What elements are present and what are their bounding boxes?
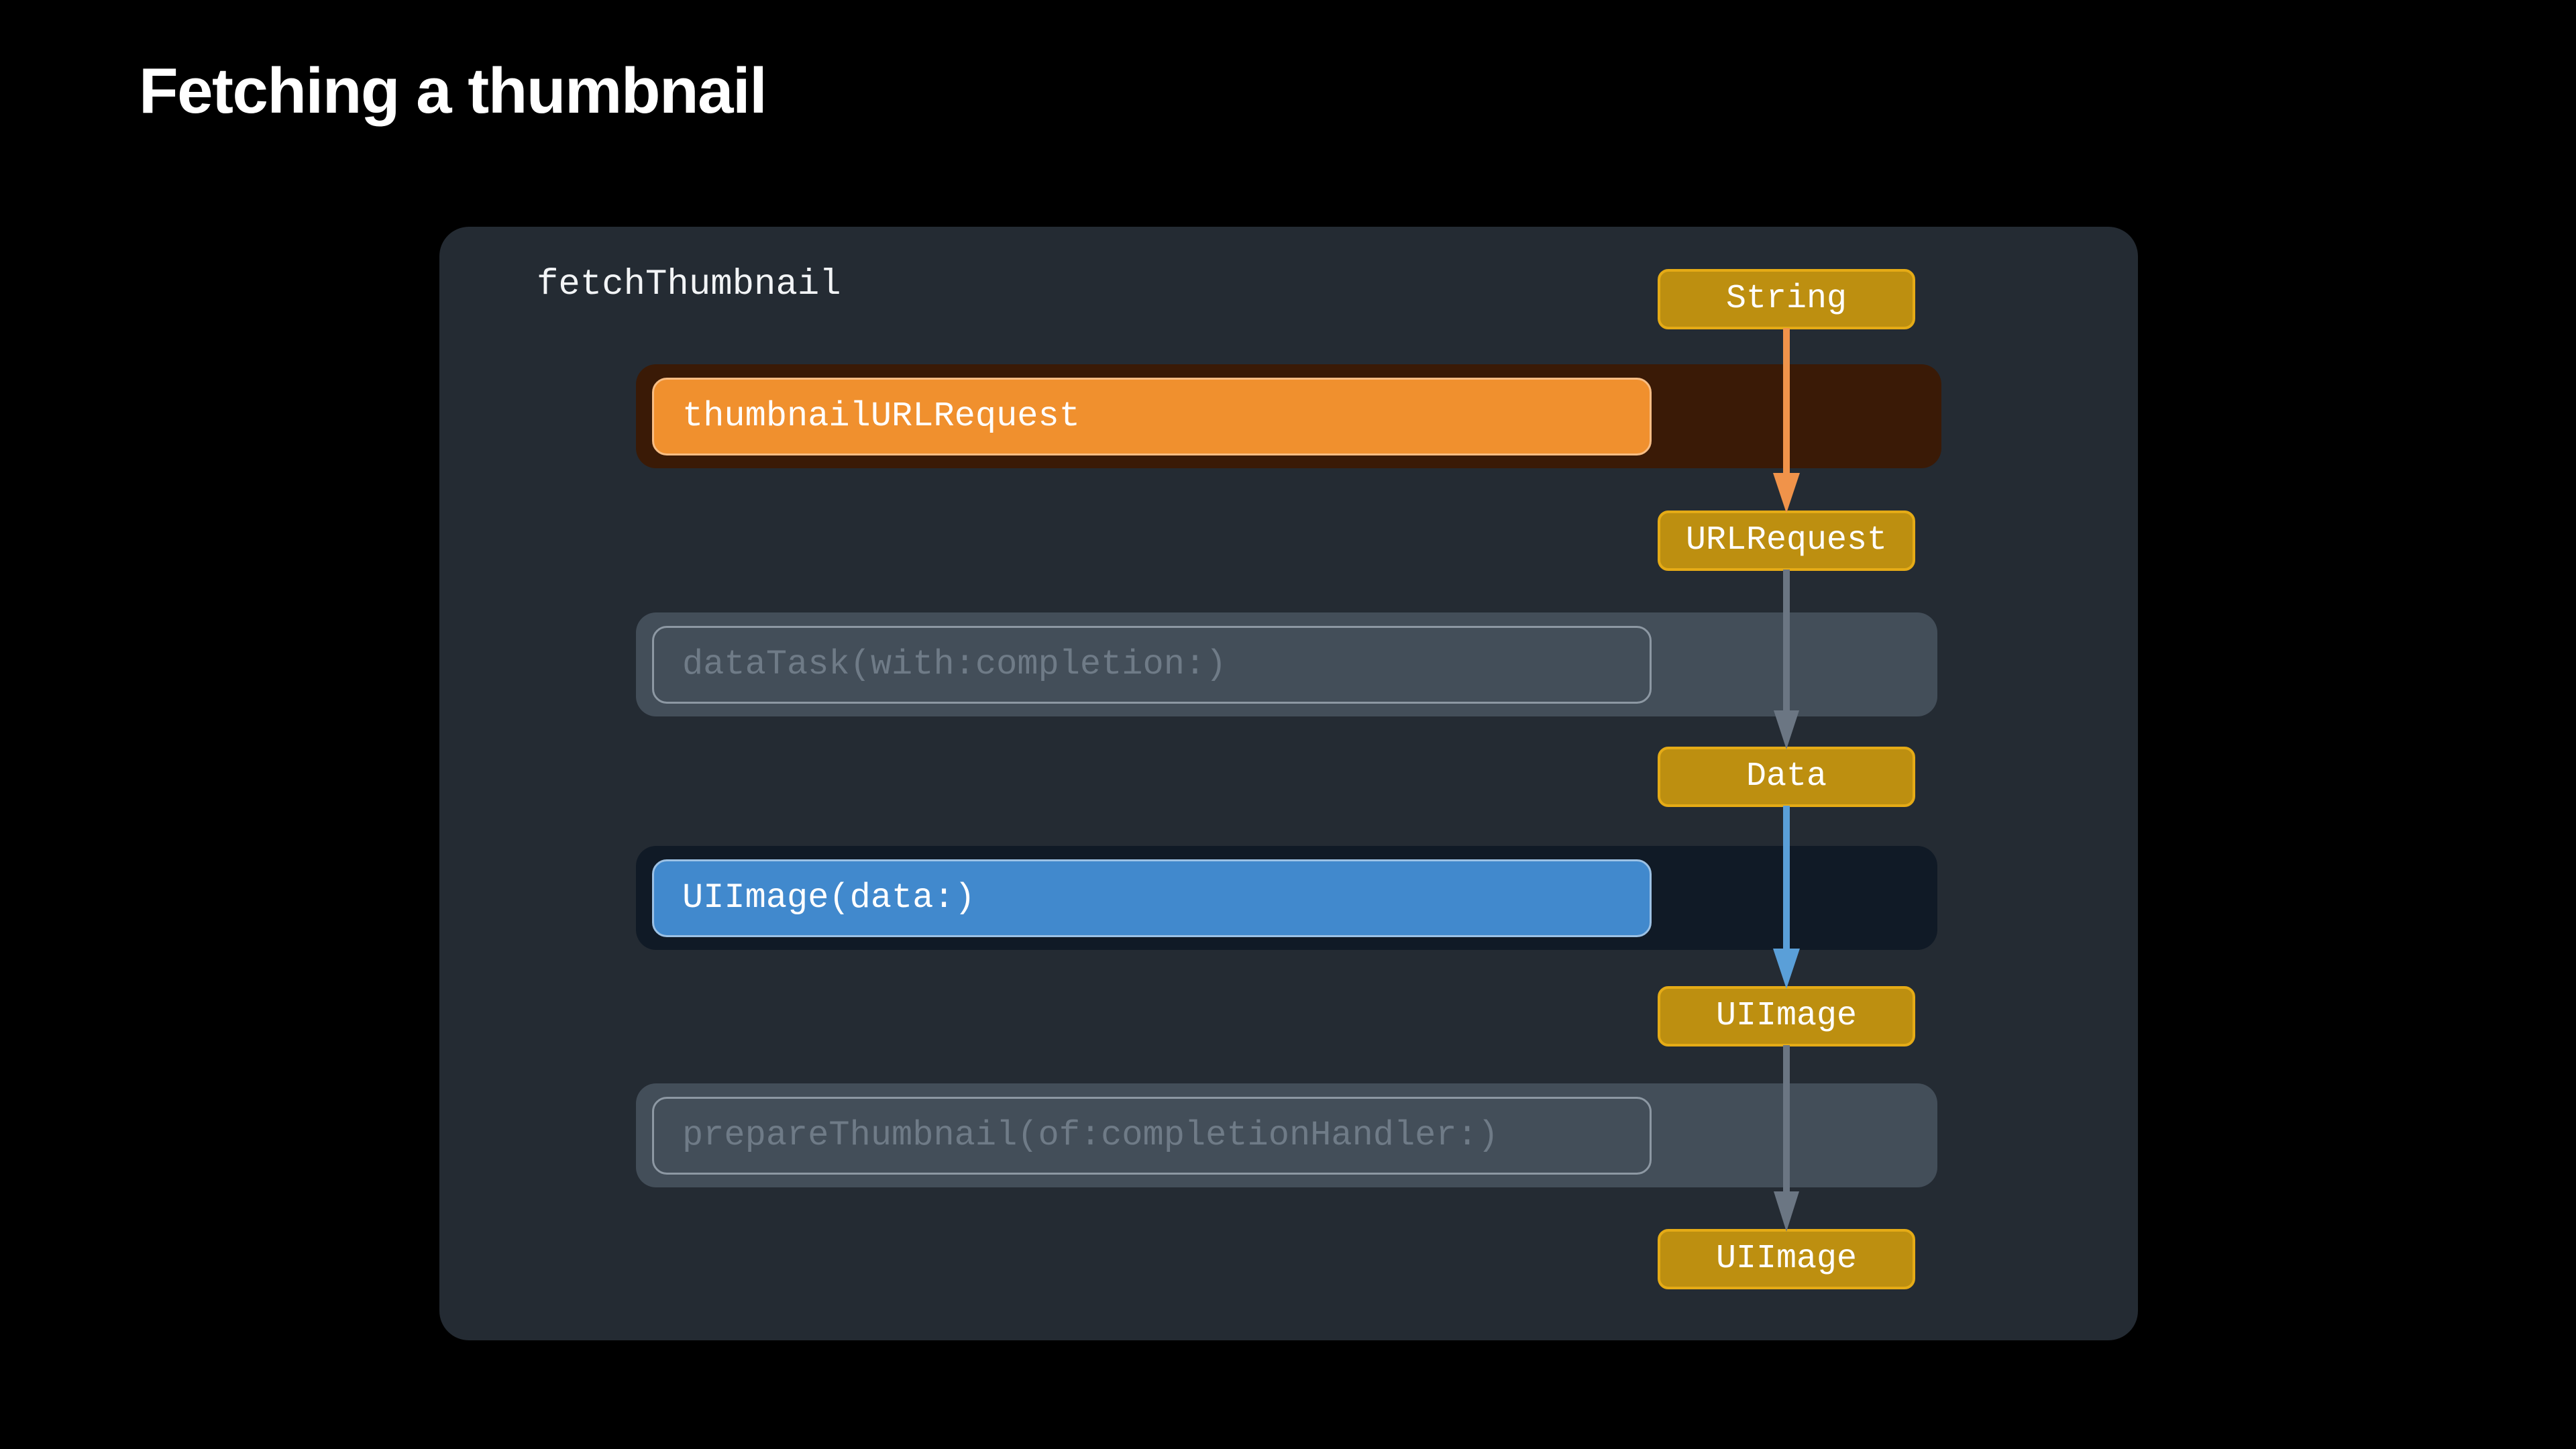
step-row-data-task[interactable]: dataTask(with:completion:): [636, 612, 1937, 716]
type-badge-label: Data: [1746, 757, 1827, 796]
type-badge-uiimage-2[interactable]: UIImage: [1658, 1229, 1915, 1289]
type-badge-string[interactable]: String: [1658, 269, 1915, 329]
type-badge-urlrequest[interactable]: URLRequest: [1658, 511, 1915, 571]
step-label: UIImage(data:): [682, 878, 975, 918]
step-row-prepare-thumbnail[interactable]: prepareThumbnail(of:completionHandler:): [636, 1083, 1937, 1187]
step-row-ui-image-data[interactable]: UIImage(data:): [636, 846, 1937, 950]
type-badge-label: URLRequest: [1685, 521, 1888, 559]
arrow-urlrequest-to-data-icon: [1769, 570, 1804, 749]
arrow-down-icon: [1774, 1045, 1799, 1232]
step-pill-data-task[interactable]: dataTask(with:completion:): [652, 626, 1652, 704]
arrow-down-icon: [1774, 570, 1799, 749]
type-badge-data[interactable]: Data: [1658, 747, 1915, 807]
type-badge-uiimage-1[interactable]: UIImage: [1658, 986, 1915, 1046]
step-label: thumbnailURLRequest: [682, 396, 1080, 436]
function-name-label: fetchThumbnail: [537, 264, 841, 305]
arrow-down-icon: [1773, 806, 1800, 989]
type-badge-label: String: [1725, 280, 1847, 318]
step-pill-thumbnail-url-request[interactable]: thumbnailURLRequest: [652, 378, 1652, 455]
step-pill-ui-image-data[interactable]: UIImage(data:): [652, 859, 1652, 937]
step-row-thumbnail-url-request[interactable]: thumbnailURLRequest: [636, 364, 1941, 468]
type-badge-label: UIImage: [1715, 1240, 1858, 1278]
step-label: prepareThumbnail(of:completionHandler:): [682, 1116, 1499, 1155]
arrow-data-to-uiimage-icon: [1769, 806, 1804, 989]
arrow-uiimage-to-uiimage-icon: [1769, 1045, 1804, 1232]
arrow-down-icon: [1773, 328, 1800, 513]
arrow-string-to-urlrequest-icon: [1769, 328, 1804, 513]
step-pill-prepare-thumbnail[interactable]: prepareThumbnail(of:completionHandler:): [652, 1097, 1652, 1175]
step-label: dataTask(with:completion:): [682, 645, 1227, 684]
page-title: Fetching a thumbnail: [139, 55, 767, 127]
type-badge-label: UIImage: [1715, 997, 1858, 1035]
